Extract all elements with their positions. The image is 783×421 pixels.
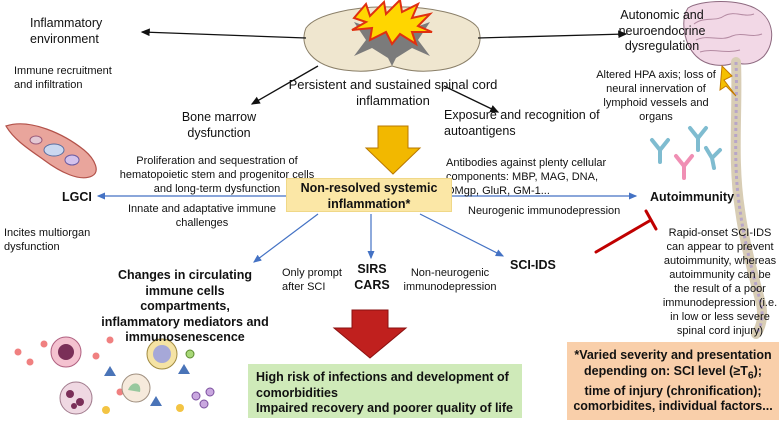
bacteria-illustration	[5, 123, 97, 179]
inflammatory-environment-heading: Inflammatory environment	[30, 16, 103, 46]
blue-arrows	[96, 192, 638, 263]
footnote-text-b: ); time of injury (chronification); como…	[573, 363, 773, 414]
lgci-arrow-label: Innate and adaptative immune challenges	[128, 203, 276, 229]
autonomic-heading: Autonomic and neuroendocrine dysregulati…	[618, 8, 706, 53]
outcome-line-1: High risk of infections and development …	[256, 370, 509, 400]
autoantigens-heading: Exposure and recognition of autoantigens	[444, 108, 600, 138]
yellow-down-arrow	[364, 125, 422, 175]
circulating-changes-label: Changes in circulating immune cells comp…	[101, 268, 269, 344]
lgci-sub: Incites multiorgan dysfunction	[4, 227, 91, 253]
outcome-line-2: Impaired recovery and poorer quality of …	[256, 401, 514, 415]
spinal-cord-illustration	[303, 0, 481, 72]
sirs-label: SIRS	[357, 262, 387, 276]
inhibition-arrow	[594, 209, 658, 254]
outcome-box: High risk of infections and development …	[248, 364, 522, 418]
sci-ids-label: SCI-IDS	[510, 258, 556, 272]
footnote-box: *Varied severity and presentation depend…	[567, 342, 779, 420]
footnote-subscript: 6	[747, 370, 754, 381]
red-down-arrow	[332, 309, 408, 359]
autoimmunity-label: Autoimmunity	[650, 190, 735, 204]
autoimmunity-arrow-label: Neurogenic immunodepression	[468, 205, 621, 217]
bone-marrow-sub: Proliferation and sequestration of hemat…	[119, 155, 315, 195]
autoimmunity-note: Rapid-onset SCI-IDS can appear to preven…	[662, 227, 778, 337]
immune-cells-illustration	[14, 336, 215, 415]
sirs-left-note: Only prompt after SCI	[282, 267, 342, 293]
black-arrows	[140, 28, 628, 113]
core-inflammation-box: Non-resolved systemic inflammation*	[286, 178, 452, 212]
brain-spine-illustration	[683, 1, 773, 339]
inflammatory-environment-sub: Immune recruitment and infiltration	[14, 65, 112, 91]
lgci-label: LGCI	[62, 190, 92, 204]
cars-label: CARS	[354, 278, 390, 292]
autonomic-sub: Altered HPA axis; loss of neural innerva…	[596, 69, 716, 123]
footnote-text-a: *Varied severity and presentation depend…	[574, 348, 772, 378]
autoantigens-sub: Antibodies against plenty cellular compo…	[446, 157, 607, 197]
inflammation-burst	[351, 0, 434, 47]
bone-marrow-heading: Bone marrow dysfunction	[181, 110, 257, 140]
antibodies-illustration	[650, 126, 722, 180]
sirs-right-note: Non-neurogenic immunodepression	[403, 267, 497, 293]
center-title: Persistent and sustained spinal cord inf…	[288, 77, 498, 108]
